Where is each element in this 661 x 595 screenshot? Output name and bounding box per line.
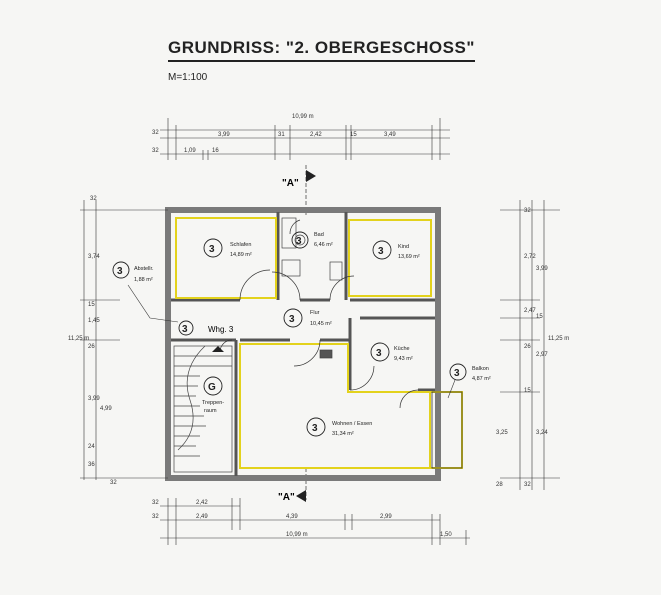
room-balkon-area: 4,87 m² (472, 376, 491, 382)
room-schlafen-number: 3 (209, 244, 215, 255)
room-treppenraum-name: Treppen- (202, 400, 224, 406)
dim-right-8: 15 (524, 388, 531, 394)
right-dimensions: 32 2,72 3,99 2,47 15 26 2,97 15 3,25 3,2… (496, 200, 569, 490)
dim-bottom-8: 1,50 (440, 532, 452, 538)
dim-top-5: 2,42 (310, 132, 322, 138)
dim-left-1: 32 (90, 196, 97, 202)
unit-number: 3 (182, 324, 188, 335)
dim-top-3: 3,99 (218, 132, 230, 138)
dim-top-10: 16 (212, 148, 219, 154)
room-balkon-number: 3 (454, 368, 460, 379)
room-wohnen-name: Wohnen / Essen (332, 421, 372, 427)
room-kueche-name: Küche (394, 346, 410, 352)
room-abstellr-area: 1,88 m² (134, 277, 153, 283)
dim-top-2: 10,99 m (292, 114, 314, 120)
room-kind-area: 13,69 m² (398, 254, 420, 260)
dim-top-1: 32 (152, 130, 159, 136)
room-labels: 3 Schlafen 14,89 m² 3 Bad 6,46 m² 3 Kind… (112, 231, 491, 437)
dim-left-4: 1,45 (88, 318, 100, 324)
dim-left-6: 3,99 (88, 396, 100, 402)
dim-top-7: 3,49 (384, 132, 396, 138)
dim-left-2: 3,74 (88, 254, 100, 260)
dim-top-6: 15 (350, 132, 357, 138)
dim-top-4: 31 (278, 132, 285, 138)
dim-bottom-6: 2,99 (380, 514, 392, 520)
room-schlafen-area: 14,89 m² (230, 252, 252, 258)
top-dimensions: 32 10,99 m 3,99 31 2,42 15 3,49 32 1,09 … (152, 114, 450, 160)
dim-bottom-1: 32 (152, 500, 159, 506)
dim-right-6: 26 (524, 344, 531, 350)
section-marker-top: "A" (282, 165, 316, 215)
room-treppenraum-number: G (208, 382, 216, 393)
room-abstellr-name: Abstellr. (134, 266, 154, 272)
dim-left-11: 36 (88, 462, 95, 468)
dim-left-5: 26 (88, 344, 95, 350)
dim-top-9: 1,09 (184, 148, 196, 154)
room-schlafen-name: Schlafen (230, 242, 251, 248)
room-bad-name: Bad (314, 232, 324, 238)
dim-right-13: 28 (496, 482, 503, 488)
room-flur-area: 10,45 m² (310, 321, 332, 327)
dim-right-7: 2,97 (536, 352, 548, 358)
dim-right-3: 3,99 (536, 266, 548, 272)
dim-right-1: 32 (524, 208, 531, 214)
dim-right-2: 2,72 (524, 254, 536, 260)
room-kind-name: Kind (398, 244, 409, 250)
apartment-highlight (175, 217, 463, 469)
dim-right-11: 11,25 m (548, 336, 569, 342)
plan-title: GRUNDRISS: "2. OBERGESCHOSS" (168, 38, 475, 62)
section-marker-bottom: "A" (278, 468, 307, 503)
room-kueche-area: 9,43 m² (394, 356, 413, 362)
left-dimensions: 32 3,74 15 1,45 26 3,99 4,99 24 11,25 m … (68, 196, 168, 486)
dim-right-12: 32 (524, 482, 531, 488)
unit-label: Whg. 3 (208, 325, 234, 334)
room-bad-number: 3 (296, 236, 302, 247)
room-flur-number: 3 (289, 314, 295, 325)
section-marker-bottom-label: "A" (278, 492, 295, 503)
room-bad-area: 6,46 m² (314, 242, 333, 248)
dim-left-3: 15 (88, 302, 95, 308)
room-flur-name: Flur (310, 310, 320, 316)
dim-bottom-5: 4,39 (286, 514, 298, 520)
dim-bottom-4: 2,49 (196, 514, 208, 520)
room-treppenraum-name2: raum (204, 408, 217, 414)
dim-right-4: 2,47 (524, 308, 536, 314)
dim-left-9: 11,25 m (68, 336, 89, 342)
dim-right-10: 3,24 (536, 430, 548, 436)
interior-walls (171, 212, 435, 476)
room-balkon-name: Balkon (472, 366, 489, 372)
dim-right-9: 3,25 (496, 430, 508, 436)
dim-bottom-2: 2,42 (196, 500, 208, 506)
dim-bottom-7: 10,99 m (286, 532, 308, 538)
staircase (173, 345, 233, 473)
room-kind-number: 3 (378, 246, 384, 257)
plan-scale: M=1:100 (168, 72, 208, 83)
door-swings (219, 219, 419, 409)
dim-top-8: 32 (152, 148, 159, 154)
room-abstellr-number: 3 (117, 266, 123, 277)
dim-right-5: 15 (536, 314, 543, 320)
dim-bottom-3: 32 (152, 514, 159, 520)
balcony-outline (431, 391, 463, 469)
bottom-dimensions: 32 2,42 32 2,49 4,39 2,99 10,99 m 1,50 (152, 498, 470, 545)
dim-left-10: 32 (110, 480, 117, 486)
room-kueche-number: 3 (376, 348, 382, 359)
section-marker-top-label: "A" (282, 178, 299, 189)
dim-left-7: 4,99 (100, 406, 112, 412)
dim-left-8: 24 (88, 444, 95, 450)
room-wohnen-number: 3 (312, 423, 318, 434)
room-wohnen-area: 31,34 m² (332, 431, 354, 437)
outer-walls (165, 207, 441, 481)
